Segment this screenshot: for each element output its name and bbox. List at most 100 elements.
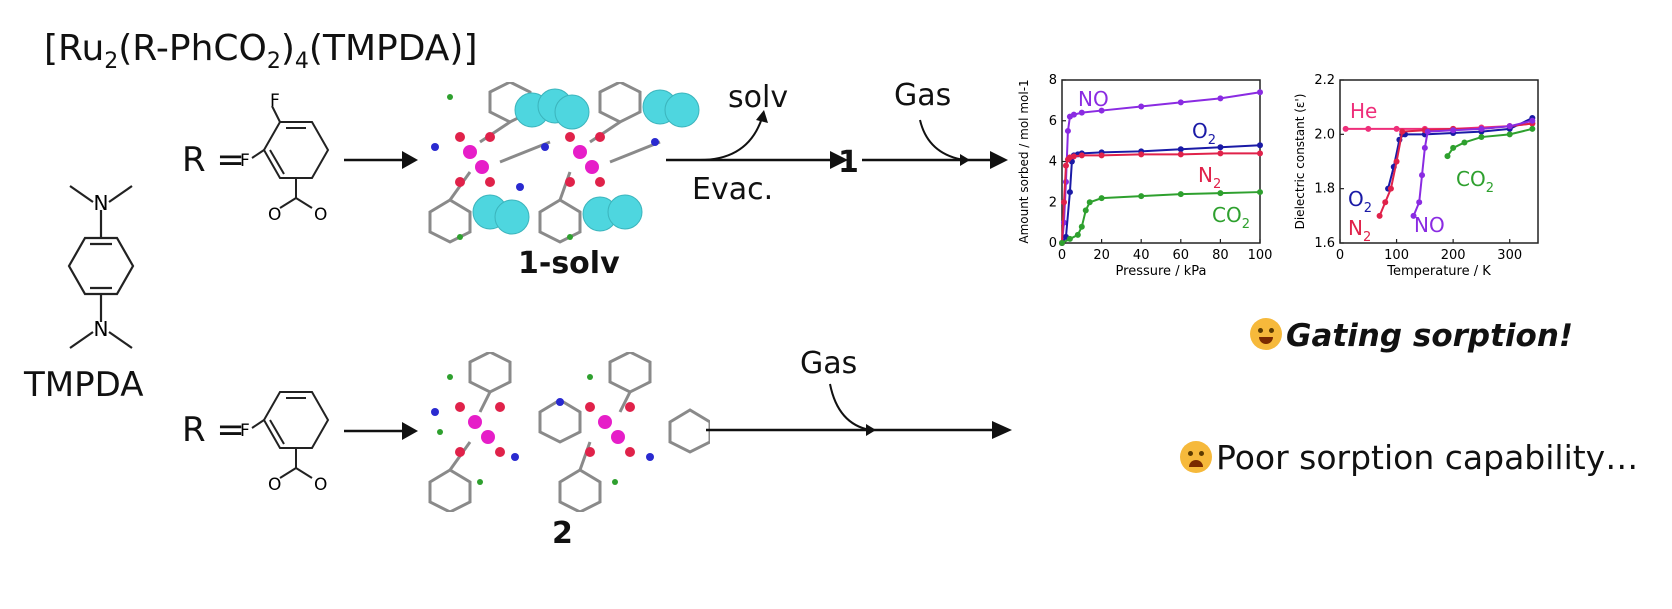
series-line-o2: [1387, 117, 1533, 189]
data-point-no: [1506, 123, 1513, 130]
compound-formula: [Ru2(R-PhCO2)4(TMPDA)]: [44, 28, 478, 74]
atom-f: F: [240, 421, 250, 441]
data-point-co2: [1506, 131, 1513, 138]
data-point-co2: [1177, 191, 1184, 198]
data-point-no: [1529, 117, 1536, 124]
data-point-co2: [1059, 240, 1065, 246]
data-point-n2: [1387, 185, 1394, 192]
y-tick-label: 2.0: [1314, 127, 1335, 142]
gas-arrow-top: [862, 119, 1008, 169]
data-point-co2: [1074, 231, 1081, 238]
benzene-ring: [67, 236, 135, 296]
crystal-structure-1-solv: [428, 82, 700, 244]
series-line-o2: [1061, 144, 1261, 244]
x-tick-label: 300: [1497, 248, 1522, 263]
atom-o1: O: [268, 205, 281, 225]
gas-arrow-bottom: [706, 383, 1012, 439]
x-tick-label: 0: [1058, 248, 1066, 263]
label-1-solv: 1-solv: [518, 246, 620, 281]
series-label-no: NO: [1078, 87, 1109, 111]
data-point-co2: [1078, 223, 1085, 230]
data-point-n2: [1376, 212, 1383, 219]
solv-label: solv: [728, 80, 789, 115]
y-axis-label: Amount sorbed / mol mol-1: [1017, 79, 1031, 243]
x-tick-label: 100: [1384, 248, 1409, 263]
atom-f2: F: [240, 151, 250, 171]
data-point-co2: [1086, 199, 1093, 206]
x-axis-label: Pressure / kPa: [1116, 264, 1207, 279]
atom-o2-bottom: O: [314, 475, 327, 495]
data-point-co2: [1138, 193, 1145, 200]
data-point-no: [1070, 111, 1077, 118]
fluorobenzoate-structure: F O O: [240, 391, 330, 495]
atom-f1: F: [270, 92, 280, 111]
plot-frame: [1339, 79, 1539, 244]
data-point-n2: [1399, 128, 1406, 135]
data-point-no: [1177, 99, 1184, 106]
gating-sorption-text: Gating sorption!: [1250, 318, 1573, 354]
r-label-top: R =: [182, 140, 245, 180]
poor-sorption-text: Poor sorption capability…: [1180, 438, 1638, 477]
y-tick-label: 6: [1049, 114, 1057, 129]
weary-face-icon: [1180, 441, 1212, 473]
y-tick-label: 1.6: [1314, 236, 1335, 251]
data-point-no: [1138, 103, 1145, 110]
atom-o1-bottom: O: [268, 475, 281, 495]
data-point-o2: [1177, 146, 1184, 153]
data-point-o2: [1217, 144, 1224, 151]
y-tick-label: 1.8: [1314, 182, 1335, 197]
label-2: 2: [552, 516, 573, 551]
data-point-co2: [1529, 125, 1536, 132]
series-label-o2: O2: [1348, 187, 1372, 216]
data-point-no: [1424, 128, 1431, 135]
evac-label: Evac.: [692, 172, 774, 207]
x-tick-label: 20: [1093, 248, 1110, 263]
series-line-n2: [1061, 152, 1260, 244]
evacuation-arrow: [666, 110, 848, 169]
x-tick-label: 0: [1336, 248, 1344, 263]
data-point-no: [1450, 127, 1457, 134]
series-label-n2: N2: [1198, 163, 1221, 192]
data-point-co2: [1478, 134, 1485, 141]
atom-n-top: N: [94, 191, 109, 215]
poor-sorption-label: Poor sorption capability…: [1216, 438, 1639, 477]
crystal-structure-2: [428, 352, 710, 512]
data-point-n2: [1070, 153, 1077, 160]
grinning-face-icon: [1250, 318, 1282, 350]
formula-text: [Ru2(R-PhCO2)4(TMPDA)]: [44, 28, 478, 75]
data-point-he: [1393, 125, 1400, 132]
gas-label-top: Gas: [894, 78, 952, 113]
data-point-co2: [1098, 195, 1105, 202]
data-point-co2: [1257, 189, 1263, 196]
series-label-n2: N2: [1348, 216, 1371, 245]
data-point-n2: [1062, 162, 1069, 169]
data-point-n2: [1138, 151, 1145, 158]
data-point-co2: [1066, 235, 1073, 242]
data-point-co2: [1461, 139, 1468, 146]
difluorobenzoate-structure: F F O O: [240, 92, 330, 225]
x-axis-label: Temperature / K: [1386, 264, 1491, 279]
y-axis-label: Dielectric constant (ε'): [1293, 94, 1307, 230]
data-point-no: [1419, 172, 1426, 179]
product-1-label: 1: [838, 145, 859, 180]
data-point-n2: [1257, 150, 1263, 157]
y-tick-label: 8: [1049, 73, 1057, 88]
data-point-no: [1478, 125, 1485, 132]
data-point-n2: [1217, 150, 1224, 157]
series-label-o2: O2: [1192, 119, 1216, 148]
x-tick-label: 60: [1173, 248, 1190, 263]
data-point-n2: [1078, 152, 1085, 159]
data-point-n2: [1060, 199, 1067, 206]
data-point-n2: [1177, 151, 1184, 158]
data-point-no: [1421, 144, 1428, 151]
data-point-no: [1416, 199, 1423, 206]
data-point-no: [1217, 95, 1224, 102]
data-point-co2: [1217, 190, 1224, 197]
series-label-co2: CO2: [1456, 167, 1494, 196]
y-tick-label: 0: [1049, 236, 1057, 251]
x-tick-label: 80: [1212, 248, 1229, 263]
tmpda-structure: N N: [67, 185, 135, 349]
gas-label-bottom: Gas: [800, 346, 858, 381]
series-label-co2: CO2: [1212, 203, 1250, 232]
